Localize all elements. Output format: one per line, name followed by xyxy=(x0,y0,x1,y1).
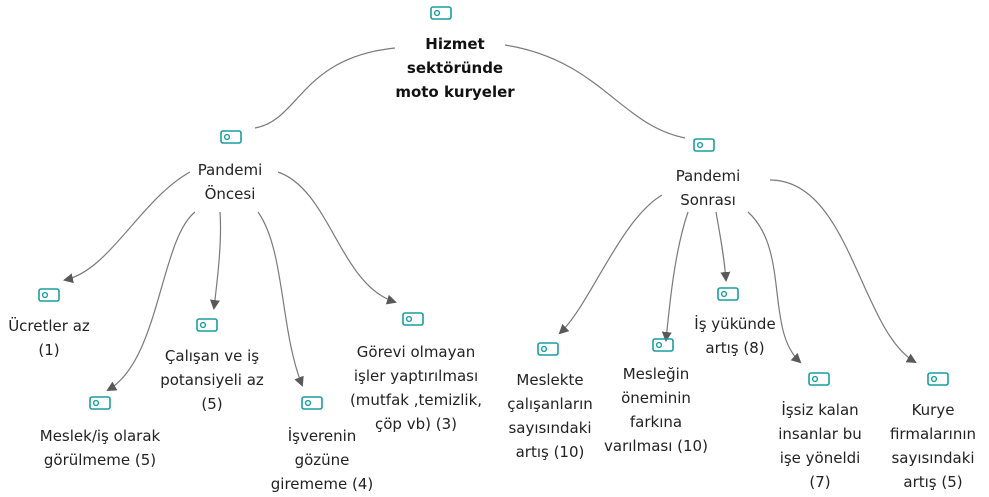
branch-before-label: Pandemi Öncesi xyxy=(197,161,263,203)
code-label: Meslekte çalışanların sayısındaki artış … xyxy=(507,371,593,461)
code-node-meslekte: Meslekte çalışanların sayısındaki artış … xyxy=(494,368,606,464)
edge-root-before xyxy=(254,47,396,129)
edge-before-ucretler xyxy=(63,171,191,284)
code-icon xyxy=(537,342,559,356)
code-icon xyxy=(693,138,715,152)
code-label: Görevi olmayan işler yaptırılması (mutfa… xyxy=(349,343,483,433)
code-icon xyxy=(430,6,452,20)
edge-after-issiz xyxy=(747,211,802,364)
edge-before-isveren xyxy=(257,211,304,387)
code-icon xyxy=(220,130,242,144)
code-node-meslegin: Mesleğin öneminin farkına varılması (10) xyxy=(604,362,708,458)
edge-after-isyuku xyxy=(715,211,731,282)
code-node-issiz: İşsiz kalan insanlar bu işe yöneldi (7) xyxy=(764,398,876,494)
code-label: Meslek/iş olarak görülmeme (5) xyxy=(39,427,161,469)
code-icon xyxy=(808,372,830,386)
edge-after-meslekte xyxy=(558,194,663,335)
code-node-isveren: İşverenin gözüne girememe (4) xyxy=(262,424,382,496)
edge-before-gorevi xyxy=(277,171,397,305)
edge-after-kurye xyxy=(769,179,917,364)
code-label: İş yükünde artış (8) xyxy=(694,315,776,357)
code-node-calisan: Çalışan ve iş potansiyeli az (5) xyxy=(150,344,274,416)
code-icon xyxy=(89,396,111,410)
code-icon xyxy=(402,312,424,326)
code-label: İşsiz kalan insanlar bu işe yöneldi (7) xyxy=(778,401,862,491)
code-icon xyxy=(301,396,323,410)
code-node-meslek: Meslek/iş olarak görülmeme (5) xyxy=(20,424,180,472)
code-label: Mesleğin öneminin farkına varılması (10) xyxy=(604,365,708,455)
code-node-ucretler: Ücretler az (1) xyxy=(0,314,98,362)
code-label: İşverenin gözüne girememe (4) xyxy=(270,427,374,493)
root-node: Hizmet sektöründe moto kuryeler xyxy=(370,32,540,104)
code-icon xyxy=(196,318,218,332)
code-label: Çalışan ve iş potansiyeli az (5) xyxy=(160,347,264,413)
code-node-kurye: Kurye firmalarının sayısındaki artış (5) xyxy=(879,398,987,494)
edge-after-meslegin xyxy=(661,211,689,342)
code-node-gorevi: Görevi olmayan işler yaptırılması (mutfa… xyxy=(338,340,494,436)
edge-before-calisan xyxy=(209,211,222,310)
branch-after-label: Pandemi Sonrası xyxy=(675,167,741,209)
code-icon xyxy=(927,372,949,386)
code-label: Kurye firmalarının sayısındaki artış (5) xyxy=(889,401,977,491)
branch-after: Pandemi Sonrası xyxy=(648,164,768,212)
branch-before: Pandemi Öncesi xyxy=(170,158,290,206)
code-icon xyxy=(652,338,674,352)
edge-root-after xyxy=(504,44,686,139)
code-icon xyxy=(38,288,60,302)
code-label: Ücretler az (1) xyxy=(8,317,90,359)
code-node-isyuku: İş yükünde artış (8) xyxy=(680,312,790,360)
code-icon xyxy=(717,287,739,301)
root-label: Hizmet sektöründe moto kuryeler xyxy=(395,35,515,101)
edge-before-meslek xyxy=(106,211,196,392)
